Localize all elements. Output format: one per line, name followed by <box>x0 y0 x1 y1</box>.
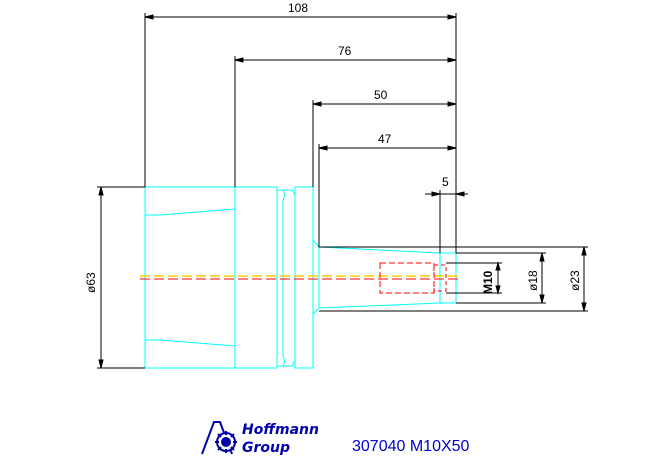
front-shank-upper <box>312 239 456 254</box>
dim-18-arrow-top <box>539 252 545 262</box>
front-shank-lower <box>312 302 456 315</box>
dim-23-arrow-bottom <box>581 302 587 312</box>
hoffmann-group-logo: Hoffmann Group <box>201 421 318 456</box>
flange <box>234 186 278 369</box>
dim-76-arrow-right <box>447 57 457 63</box>
dim-18-arrow-bottom <box>539 294 545 304</box>
horizontal-dimensions <box>144 13 468 253</box>
dim-m10-arrow-bottom <box>495 285 501 295</box>
dim-18-label: ø18 <box>526 270 540 291</box>
vertical-dimension-labels: ø63 M10 ø18 ø23 <box>84 270 582 294</box>
dim-63-arrow-top <box>98 186 104 196</box>
dim-76-label: 76 <box>338 44 352 58</box>
dim-m10-label: M10 <box>481 270 495 294</box>
dim-50-label: 50 <box>374 88 388 102</box>
horizontal-dimension-labels: 108 76 50 47 5 <box>288 1 449 189</box>
dim-50-arrow-right <box>447 101 457 107</box>
rear-bore-taper-lower <box>145 339 236 347</box>
dim-108-arrow-right <box>447 14 457 20</box>
dim-50-arrow-left <box>312 101 322 107</box>
logo-line1: Hoffmann <box>242 422 318 438</box>
dim-5-arrow-left <box>431 191 441 197</box>
dim-108-arrow-left <box>144 14 154 20</box>
body-rear-section <box>144 186 236 369</box>
dim-23-label: ø23 <box>568 270 582 291</box>
dim-5-label: 5 <box>442 175 449 189</box>
dim-47-label: 47 <box>378 132 392 146</box>
part-code-caption: 307040 M10X50 <box>352 438 470 455</box>
dim-108-label: 108 <box>288 1 308 15</box>
centerline-group <box>140 262 460 294</box>
hidden-thread-tip <box>433 264 447 292</box>
groove-ring-2 <box>283 189 296 367</box>
hidden-thread-bore <box>379 262 435 294</box>
groove-ring <box>276 189 285 367</box>
dim-63-arrow-bottom <box>98 359 104 369</box>
vertical-dimensions <box>97 186 588 369</box>
dim-63-label: ø63 <box>84 272 98 293</box>
dim-m10-arrow-top <box>495 261 501 271</box>
dim-23-arrow-top <box>581 246 587 256</box>
rear-bore-taper <box>145 208 236 216</box>
dim-5-arrow-right <box>455 191 465 197</box>
collar <box>294 186 314 369</box>
logo-line2: Group <box>242 440 290 456</box>
logo-emblem <box>201 421 237 455</box>
dim-76-arrow-left <box>234 57 244 63</box>
part-outline <box>144 186 457 369</box>
dim-47-arrow-left <box>318 145 328 151</box>
dim-47-arrow-right <box>447 145 457 151</box>
